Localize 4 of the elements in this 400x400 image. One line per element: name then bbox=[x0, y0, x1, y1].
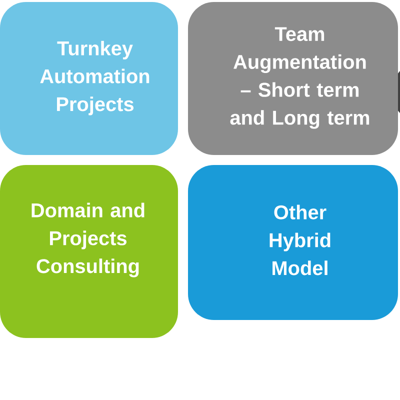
tile-box: Other Hybrid Model bbox=[188, 165, 398, 320]
tile-box: Team Augmentation – Short term and Long term bbox=[188, 2, 398, 155]
tile-box: Domain and Projects Consulting bbox=[0, 165, 178, 338]
tile-box: Turnkey Automation Projects bbox=[0, 2, 178, 155]
